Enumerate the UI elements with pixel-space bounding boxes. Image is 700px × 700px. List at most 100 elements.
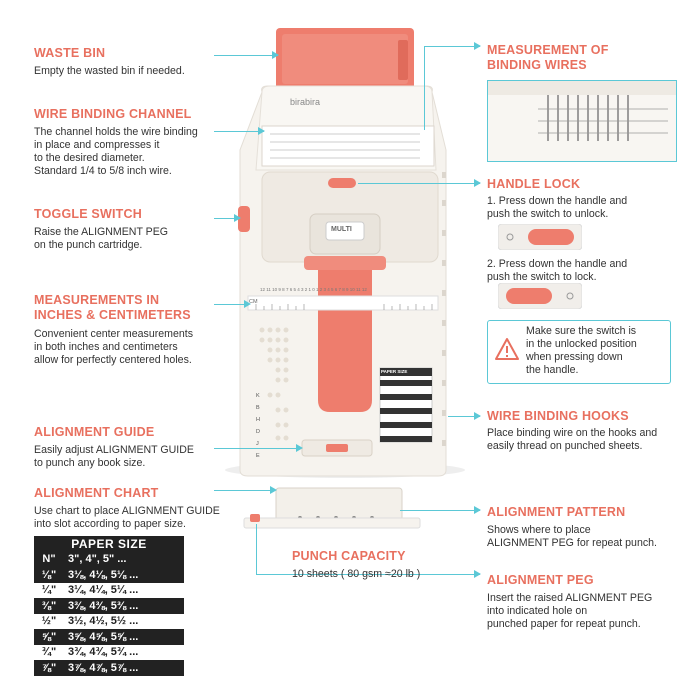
punch-handle: [318, 260, 372, 412]
brand-label: birabira: [290, 97, 321, 107]
table-row: ⅝"3⅝, 4⅝, 5⅝ ...: [34, 629, 184, 645]
leader-wire-channel: [214, 131, 264, 132]
leader-arrow: [258, 127, 265, 135]
leader-measurements: [214, 304, 248, 305]
desc-line: Standard 1/4 to 5/8 inch wire.: [34, 165, 172, 177]
table-row: ⅜"3⅜, 4⅜, 5⅜ ...: [34, 598, 184, 614]
wire-binding-hooks: [442, 172, 446, 446]
title-line: BINDING WIRES: [487, 58, 587, 72]
desc-line: 2. Press down the handle and: [487, 258, 628, 270]
waste-bin-desc: Empty the wasted bin if needed.: [34, 65, 185, 78]
desc-line: ALIGNMENT PEG for repeat punch.: [487, 537, 657, 549]
warning-icon: [495, 338, 519, 360]
desc-line: into slot according to paper size.: [34, 518, 186, 530]
measurement-ruler: [247, 295, 439, 311]
desc-line: to the desired diameter.: [34, 152, 145, 164]
row-key: N": [34, 551, 64, 567]
waste-bin-inner: [282, 34, 408, 84]
leader-arrow: [474, 506, 481, 514]
pattern-desc: Shows where to place ALIGNMENT PEG for r…: [487, 524, 657, 550]
pattern-title: ALIGNMENT PATTERN: [487, 505, 626, 519]
leader-arrow: [474, 179, 481, 187]
desc-line: when pressing down: [526, 351, 623, 363]
leader-guide: [214, 448, 300, 449]
leader-arrow: [296, 444, 303, 452]
alignment-guide-title: ALIGNMENT GUIDE: [34, 425, 155, 439]
hooks-desc: Place binding wire on the hooks and easi…: [487, 427, 657, 453]
row-key: ¾": [34, 644, 64, 660]
measurements-desc: Convenient center measurements in both i…: [34, 328, 193, 367]
desc-line: push the switch to unlock.: [487, 208, 609, 220]
desc-line: Make sure the switch is: [526, 325, 637, 337]
leader-arrow: [474, 42, 481, 50]
ruler-cm-label: CM: [249, 299, 258, 305]
alignment-peg: [250, 514, 260, 522]
handle-lock-step1: 1. Press down the handle and push the sw…: [487, 195, 627, 221]
row-key: ½": [34, 613, 64, 629]
table-row: ¾"3¾, 4¾, 5¾ ...: [34, 644, 184, 660]
row-key: ⅛": [34, 567, 64, 583]
table-row: ½"3½, 4½, 5½ ...: [34, 613, 184, 629]
paper-size-header: PAPER SIZE: [34, 536, 184, 552]
leader-toggle: [214, 218, 238, 219]
unlock-switch-illustration: [498, 224, 582, 250]
row-value: 3", 4", 5" ...: [64, 551, 184, 567]
desc-line: Insert the raised ALIGNMENT PEG: [487, 592, 653, 604]
handle-lock-title: HANDLE LOCK: [487, 177, 581, 191]
leader-arrow: [270, 486, 277, 494]
desc-line: into indicated hole on: [487, 605, 588, 617]
punch-capacity-title: PUNCH CAPACITY: [292, 549, 406, 563]
leader-handle-lock: [358, 183, 480, 184]
row-key: ⅜": [34, 598, 64, 614]
leader-arrow: [474, 412, 481, 420]
leader-wires-h: [424, 46, 480, 47]
guide-letter: E: [256, 453, 260, 459]
peg-title: ALIGNMENT PEG: [487, 573, 594, 587]
alignment-guide-tab: [326, 444, 348, 452]
punch-capacity-desc: 10 sheets ( 80 gsm ≈20 lb ): [292, 568, 421, 580]
cartridge-base: [243, 517, 421, 529]
paper-size-table: PAPER SIZE N"3", 4", 5" ... ⅛"3⅛, 4⅛, 5⅛…: [34, 536, 184, 676]
desc-line: The channel holds the wire binding: [34, 126, 198, 138]
leader-arrow: [234, 214, 241, 222]
row-value: 3⅝, 4⅝, 5⅝ ...: [64, 629, 184, 645]
multi-badge: [325, 221, 365, 241]
guide-letter: K: [256, 393, 260, 399]
desc-line: easily thread on punched sheets.: [487, 440, 643, 452]
alignment-chart-title: ALIGNMENT CHART: [34, 486, 159, 500]
row-value: 3¾, 4¾, 5¾ ...: [64, 644, 184, 660]
table-row: ⅛"3⅛, 4⅛, 5⅛ ...: [34, 567, 184, 583]
leader-hooks: [448, 416, 480, 417]
leader-peg-h: [256, 574, 480, 575]
desc-line: Use chart to place ALIGNMENT GUIDE: [34, 505, 220, 517]
toggle-switch-title: TOGGLE SWITCH: [34, 207, 142, 221]
measurement-wires-title: MEASUREMENT OF BINDING WIRES: [487, 43, 609, 73]
alignment-chart-desc: Use chart to place ALIGNMENT GUIDE into …: [34, 505, 220, 531]
desc-line: to punch any book size.: [34, 457, 146, 469]
desc-line: Convenient center measurements: [34, 328, 193, 340]
toggle-switch: [238, 206, 250, 232]
table-row: ⅞"3⅞, 4⅞, 5⅞ ...: [34, 660, 184, 676]
title-line: INCHES & CENTIMETERS: [34, 308, 191, 322]
title-line: MEASUREMENT OF: [487, 43, 609, 57]
waste-bin-handle: [398, 40, 408, 80]
guide-letter: D: [256, 429, 260, 435]
row-key: ¼": [34, 582, 64, 598]
lock-switch-illustration: [498, 283, 582, 309]
guide-letter: H: [256, 417, 260, 423]
measurements-title: MEASUREMENTS IN INCHES & CENTIMETERS: [34, 293, 191, 323]
mini-table-header: PAPER SIZE: [381, 369, 408, 374]
guide-hole-pattern: [259, 327, 289, 441]
leader-pattern: [400, 510, 480, 511]
table-row: ¼"3¼, 4¼, 5¼ ...: [34, 582, 184, 598]
row-value: 3⅛, 4⅛, 5⅛ ...: [64, 567, 184, 583]
desc-line: Raise the ALIGNMENT PEG: [34, 226, 169, 238]
handle-lock-switch: [328, 178, 356, 188]
row-value: 3½, 4½, 5½ ...: [64, 613, 184, 629]
desc-line: in the unlocked position: [526, 338, 637, 350]
leader-waste-bin: [214, 55, 278, 56]
guide-letter: B: [256, 405, 260, 411]
leader-peg-v: [256, 524, 257, 574]
leader-chart: [214, 490, 274, 491]
wire-loops-illustration: [488, 81, 676, 141]
